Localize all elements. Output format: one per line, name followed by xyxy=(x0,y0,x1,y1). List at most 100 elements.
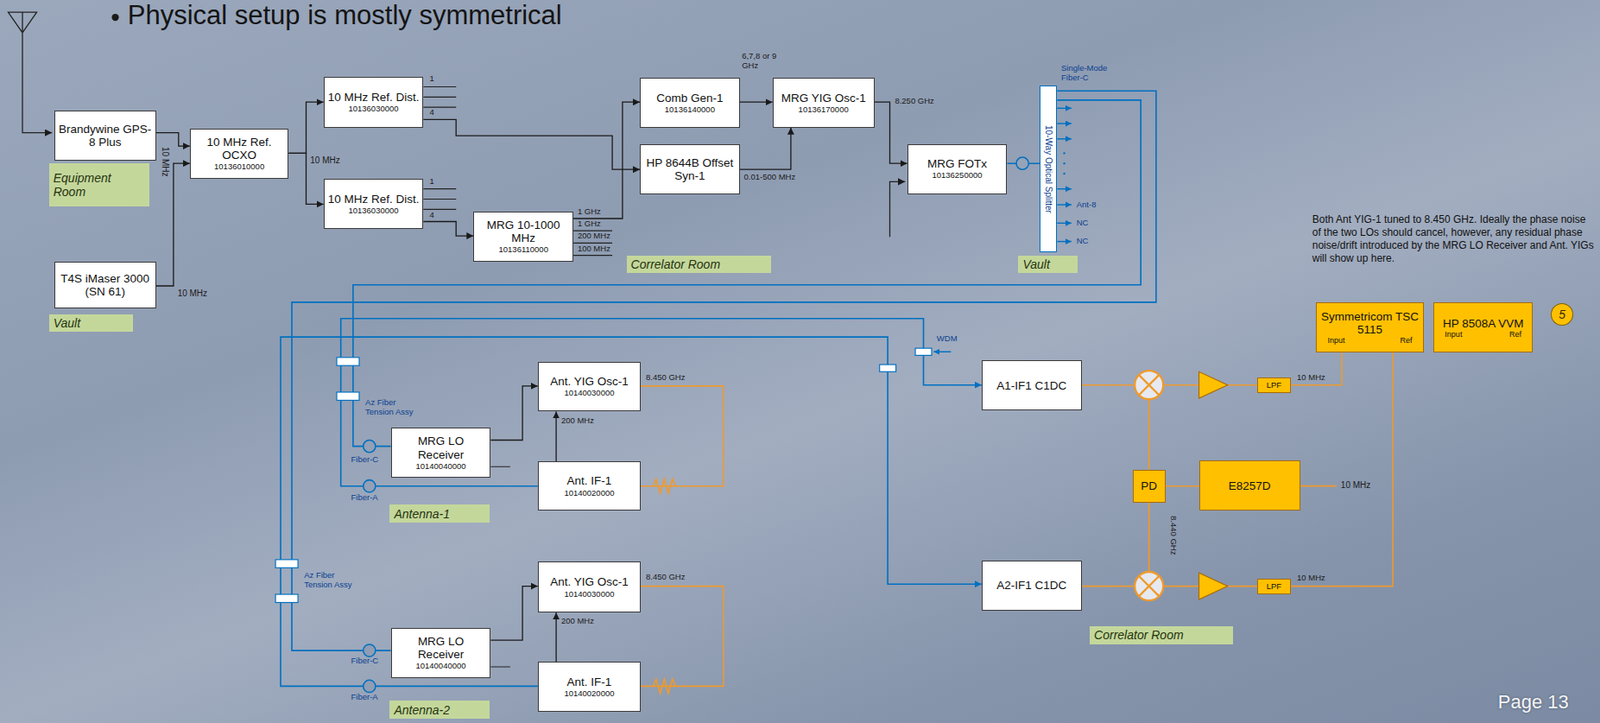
input-stub xyxy=(889,181,905,237)
equipment-box: Ant. IF-110140020000 xyxy=(537,461,641,511)
splitter-bar: 10-Way Optical Splitter xyxy=(1039,85,1057,253)
fiber-coil xyxy=(363,644,376,657)
port-number: 4 xyxy=(430,107,435,117)
part-number: 10140040000 xyxy=(415,661,466,671)
fiber-coil xyxy=(363,480,376,493)
signal-label: 8.450 GHz xyxy=(645,373,685,382)
box-label: Equipment Room xyxy=(53,170,146,199)
box-label: A2-IF1 C1DC xyxy=(996,578,1067,592)
amplifier-symbol xyxy=(1199,371,1228,399)
fiber-joint xyxy=(879,364,897,372)
amplifier-symbol xyxy=(1199,572,1228,600)
box-label: T4S iMaser 3000 (SN 61) xyxy=(58,271,152,298)
equipment-box: MRG FOTx10136250000 xyxy=(907,144,1008,195)
port-label: Ref xyxy=(1400,336,1413,345)
fiber-coil xyxy=(363,440,376,453)
fiber-line xyxy=(291,90,1157,651)
port-number: 1 xyxy=(430,74,435,83)
signal-line xyxy=(423,221,474,237)
signal-line xyxy=(1290,352,1342,386)
box-label: Correlator Room xyxy=(1094,627,1183,642)
port-label: Ant-8 xyxy=(1076,200,1097,209)
port-number: 1 xyxy=(430,177,435,186)
equipment-box: Brandywine GPS-8 Plus xyxy=(54,110,157,161)
equipment-box: Comb Gen-110136140000 xyxy=(639,77,740,128)
port-number: 4 xyxy=(430,210,435,220)
signal-line xyxy=(490,586,538,641)
signal-label: 6,7,8 or 9 GHz xyxy=(741,51,778,71)
signal-line xyxy=(555,411,557,462)
room-band: Correlator Room xyxy=(1089,626,1233,645)
equipment-box: Ant. IF-110140020000 xyxy=(537,661,641,712)
signal-line xyxy=(1081,384,1258,386)
port-stub xyxy=(423,86,456,108)
fiber-line xyxy=(341,318,982,487)
signal-line xyxy=(156,132,190,146)
box-label: Ant. IF-1 xyxy=(567,474,613,487)
signal-line xyxy=(739,127,791,170)
box-label: HP 8644B Offset Syn-1 xyxy=(644,156,736,183)
fiber-label: Fiber-A xyxy=(351,493,379,502)
signal-label: 8.250 GHz xyxy=(894,96,934,106)
signal-label: 1 GHz xyxy=(577,207,601,216)
box-label: Comb Gen-1 xyxy=(656,91,723,105)
equipment-box: T4S iMaser 3000 (SN 61) xyxy=(54,261,157,309)
box-label: A1-IF1 C1DC xyxy=(996,379,1067,393)
box-label: LPF xyxy=(1266,380,1282,390)
fiber-label: Az Fiber Tension Assy xyxy=(303,570,360,590)
signal-line xyxy=(739,101,773,103)
mixer-symbol xyxy=(1134,571,1164,601)
equipment-box: MRG LO Receiver10140040000 xyxy=(391,627,492,678)
fiber-line xyxy=(280,336,982,686)
instrument-box: HP 8508A VVMInputRef xyxy=(1433,302,1533,353)
splitter-output xyxy=(1056,203,1072,205)
equipment-box: HP 8644B Offset Syn-1 xyxy=(639,144,740,195)
part-number: 10136170000 xyxy=(798,105,849,114)
box-label: E8257D xyxy=(1228,479,1272,493)
box-label: MRG LO Receiver xyxy=(395,434,487,461)
signal-label: 10 MHz xyxy=(1340,480,1371,490)
splitter-output xyxy=(1056,138,1072,140)
port-row: InputRef xyxy=(1435,330,1531,339)
note-text: Both Ant YIG-1 tuned to 8.450 GHz. Ideal… xyxy=(1312,213,1594,266)
signal-label: 200 MHz xyxy=(561,616,595,626)
fiber-label: WDM xyxy=(936,334,958,343)
signal-line xyxy=(555,612,557,662)
signal-label: 10 MHz xyxy=(177,289,208,298)
lo-line xyxy=(1149,398,1337,572)
splitter-output xyxy=(1056,122,1072,124)
equipment-box: 10 MHz Ref. Dist.10136030000 xyxy=(323,178,424,229)
box-label: Correlator Room xyxy=(631,257,721,272)
splitter-output xyxy=(1056,222,1072,224)
room-band: Vault xyxy=(49,314,133,332)
instrument-box: Symmetricom TSC 5115InputRef xyxy=(1315,302,1423,353)
equipment-box: Ant. YIG Osc-110140030000 xyxy=(537,561,641,613)
equipment-box: MRG YIG Osc-110136170000 xyxy=(772,77,875,128)
signal-label: 10 MHz xyxy=(160,146,170,177)
box-label: MRG LO Receiver xyxy=(395,634,487,661)
box-label: 10 MHz Ref. Dist. xyxy=(328,192,420,206)
filter-box: LPF xyxy=(1257,377,1291,393)
filter-box: LPF xyxy=(1257,578,1291,595)
equipment-box: MRG LO Receiver10140040000 xyxy=(391,427,492,478)
slide-title: Physical setup is mostly symmetrical xyxy=(127,0,563,31)
port-stub xyxy=(423,189,456,210)
callout-number: 5 xyxy=(1550,303,1574,326)
port-label: NC xyxy=(1076,236,1089,246)
box-label: Vault xyxy=(53,316,81,330)
bullet xyxy=(111,13,119,21)
equipment-box: 10 MHz Ref. OCXO10136010000 xyxy=(189,128,290,179)
fiber-label: Fiber-C xyxy=(351,455,380,464)
equipment-box: MRG 10-1000 MHz10136110000 xyxy=(473,211,574,262)
room-band: Antenna-1 xyxy=(389,504,490,523)
equipment-box: A2-IF1 C1DC xyxy=(981,560,1082,611)
signal-line xyxy=(1165,485,1200,487)
signal-label: 10 MHz xyxy=(1296,573,1326,582)
mixer-cross xyxy=(1138,575,1160,597)
signal-line xyxy=(874,101,908,164)
instrument-box: PD xyxy=(1132,469,1166,503)
room-band: Vault xyxy=(1018,255,1078,273)
fiber-label: Az Fiber Tension Assy xyxy=(365,398,421,418)
